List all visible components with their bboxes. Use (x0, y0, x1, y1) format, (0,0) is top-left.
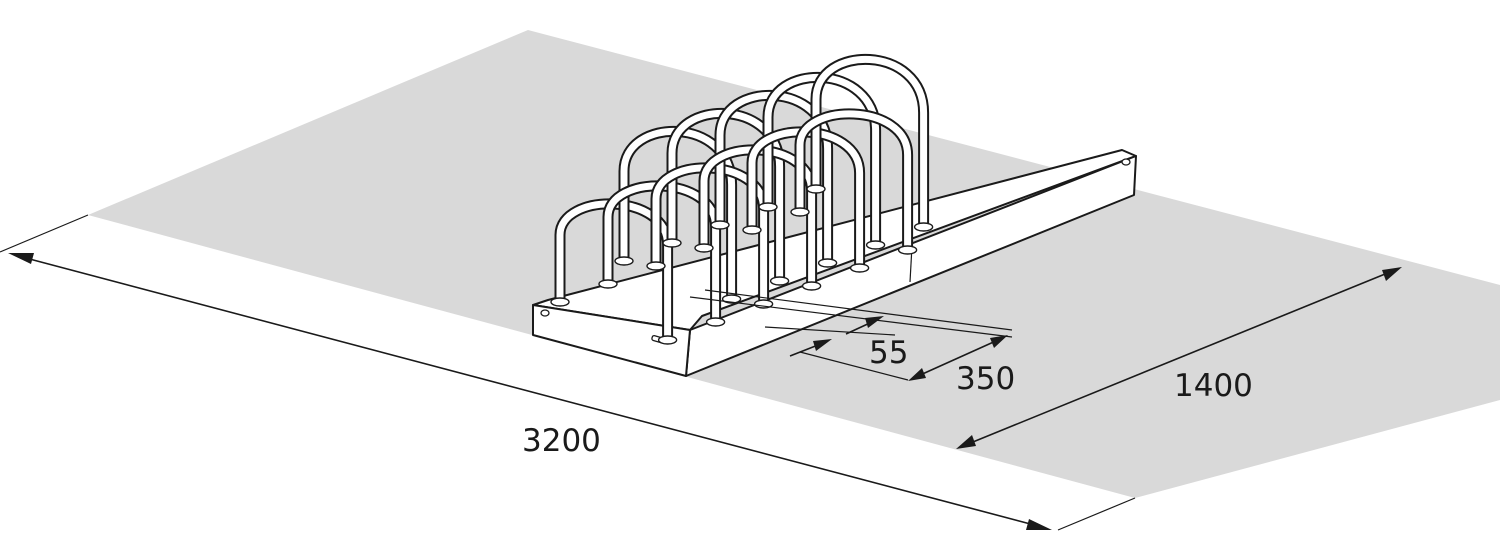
depth-arrow-bottom (956, 435, 976, 449)
length-arrow-right (1026, 519, 1052, 530)
length-extension-right (1057, 497, 1136, 531)
hoop-foot (897, 245, 918, 255)
rack-base-left-end (532, 304, 691, 377)
tube-extension-1 (764, 326, 896, 336)
hoop-tube-fill (796, 110, 912, 248)
rack-end-bolt-right (1121, 158, 1131, 166)
tube-dimension-line-lower (789, 344, 819, 357)
spacing-label: 350 (956, 361, 1015, 397)
hoop-foot (806, 184, 826, 194)
hoop-foot (550, 297, 570, 307)
spacing-dimension-line (917, 339, 999, 377)
spacing-dimension (689, 289, 1013, 381)
tube-arrow-lower (813, 339, 832, 351)
hoop-foot (657, 335, 678, 345)
rack-end-bolt (540, 309, 550, 317)
length-dimension-line (21, 256, 1039, 527)
hoop-foot (694, 243, 714, 253)
hoop-foot (913, 222, 934, 232)
depth-dimension-line (967, 271, 1391, 445)
depth-arrow-top (1382, 267, 1402, 281)
length-label: 3200 (522, 423, 601, 459)
tube-extension-2 (799, 351, 909, 381)
spacing-arrow-right (990, 335, 1008, 348)
depth-label: 1400 (1174, 368, 1253, 404)
hoop-foot (865, 240, 886, 250)
spacing-arrow-left (908, 368, 926, 381)
hoop-foot (801, 281, 822, 291)
hoop-foot (790, 207, 810, 217)
hoop-foot (646, 261, 666, 271)
hoop-foot (849, 263, 870, 273)
rack-hoops (550, 54, 934, 345)
hoop-foot (598, 279, 618, 289)
hoop-foot (742, 225, 762, 235)
hoop-foot (662, 238, 682, 248)
hoop-foot (769, 276, 790, 286)
length-dimension (0, 214, 1136, 531)
hoop-foot (705, 317, 726, 327)
rack-frame (532, 149, 1137, 377)
hoop-foot (758, 202, 778, 212)
tube-arrow-upper (865, 316, 884, 328)
spacing-extension-1 (689, 296, 1013, 338)
hoop-tube-fill (812, 56, 928, 225)
hoop-foot (817, 258, 838, 268)
depth-dimension (956, 267, 1402, 449)
spacing-extension-2 (704, 289, 1013, 331)
length-extension-left (0, 214, 89, 253)
length-arrow-left (8, 253, 34, 264)
tube-label: 55 (869, 335, 908, 371)
hoop-foot (721, 294, 742, 304)
hoop-foot (710, 220, 730, 230)
hoop-foot (614, 256, 634, 266)
